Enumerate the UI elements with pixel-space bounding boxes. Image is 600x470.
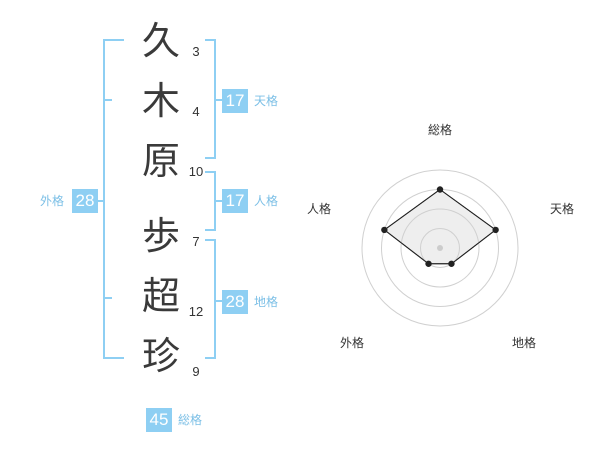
name-char-2: 木: [141, 79, 180, 123]
radar-axis-label-gaikaku: 外格: [339, 336, 364, 350]
tenkaku-label: 天格: [254, 94, 279, 108]
chikaku-bracket: [205, 239, 216, 359]
radar-ring-1: [420, 228, 460, 268]
name-char-1: 久: [141, 19, 180, 63]
radar-point-3: [448, 260, 455, 267]
radar-axis-label-soukaku: 総格: [427, 123, 452, 137]
radar-value-outline: [383, 188, 497, 265]
chikaku-label: 地格: [254, 295, 279, 309]
jinkaku-label: 人格: [254, 194, 279, 208]
radar-axis-label-chikaku: 地格: [511, 336, 536, 350]
name-char-3: 原: [141, 139, 180, 183]
gaikaku-bracket: [103, 39, 124, 359]
radar-center-point: [437, 245, 443, 251]
soukaku-value-badge: 45: [146, 408, 172, 432]
chikaku-value-badge: 28: [222, 290, 248, 314]
radar-point-5: [381, 226, 388, 234]
stroke-count-1: 3: [192, 44, 200, 59]
stroke-count-5: 12: [188, 304, 204, 319]
stroke-count-3: 10: [188, 164, 204, 179]
name-char-5: 超: [141, 274, 180, 318]
radar-point-1: [436, 186, 444, 193]
radar-axis-label-tenkaku: 天格: [549, 202, 574, 216]
jinkaku-value-badge: 17: [222, 189, 248, 213]
gaikaku-value-badge: 28: [72, 189, 98, 213]
name-char-6: 珍: [141, 334, 180, 378]
gaikaku-label: 外格: [40, 194, 65, 208]
soukaku-label: 総格: [178, 413, 203, 427]
stroke-count-4: 7: [192, 234, 200, 249]
stroke-count-2: 4: [192, 104, 200, 119]
radar-point-2: [492, 226, 499, 234]
radar-ring-4: [361, 169, 519, 327]
name-char-4: 歩: [141, 214, 180, 258]
tenkaku-value-badge: 17: [222, 89, 248, 113]
stroke-count-6: 9: [192, 364, 200, 379]
radar-axis-label-jinkaku: 人格: [306, 202, 331, 216]
radar-ring-2: [400, 208, 480, 288]
radar-point-4: [425, 260, 432, 267]
